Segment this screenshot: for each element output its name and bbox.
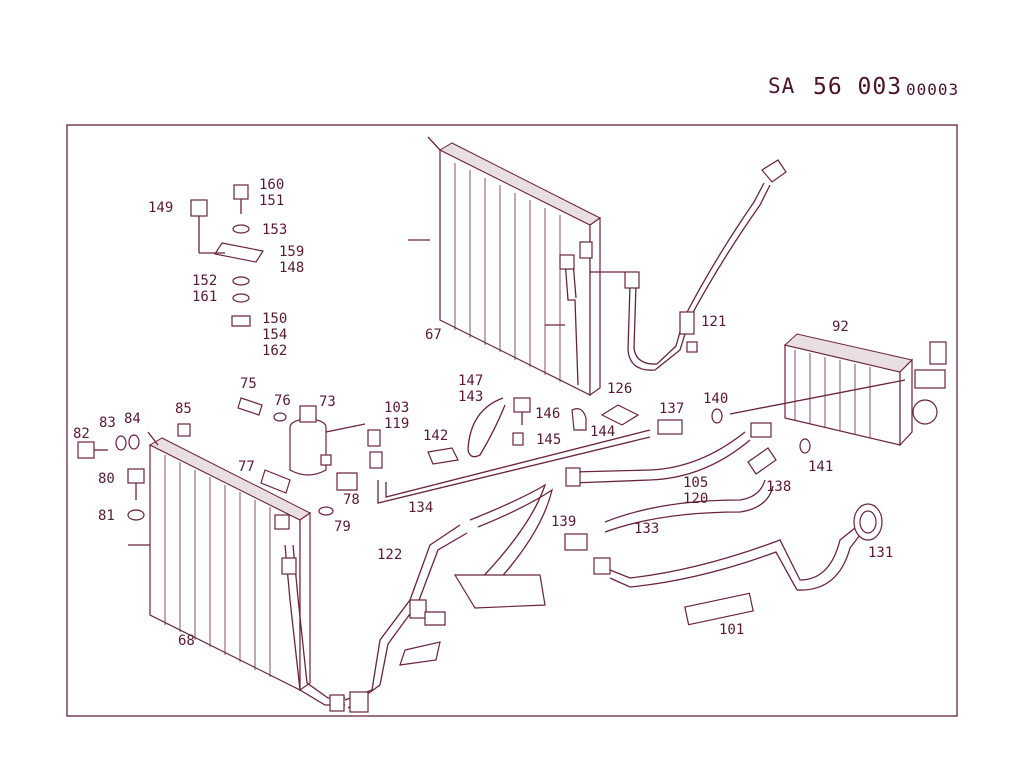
condenser-67	[408, 136, 601, 397]
label-138: 138	[766, 479, 792, 495]
label-67: 67	[425, 327, 442, 343]
label-137: 137	[659, 401, 685, 417]
label-140: 140	[703, 391, 729, 407]
bolt-stack	[190, 184, 264, 327]
hose-133	[564, 479, 883, 626]
label-152-161: 152 161	[192, 273, 218, 305]
diagram-number: 56 003	[813, 74, 903, 100]
label-81: 81	[98, 508, 115, 524]
diagram-code-prefix: SA	[768, 74, 796, 98]
label-76: 76	[274, 393, 291, 409]
label-142: 142	[423, 428, 449, 444]
label-153: 153	[262, 222, 288, 238]
label-92: 92	[832, 319, 849, 335]
label-84: 84	[124, 411, 141, 427]
clamps	[427, 397, 640, 465]
hose-121	[590, 159, 787, 371]
label-77: 77	[238, 459, 255, 475]
bolts-left	[77, 423, 191, 521]
label-103-119: 103 119	[384, 400, 410, 432]
hose-134	[367, 429, 651, 504]
hose-105-120	[565, 408, 811, 487]
label-121: 121	[701, 314, 727, 330]
condenser-68	[128, 431, 369, 713]
label-82: 82	[73, 426, 90, 442]
hose-122	[344, 483, 554, 709]
label-147-143: 147 143	[458, 373, 484, 405]
label-146: 146	[535, 406, 561, 422]
label-141: 141	[808, 459, 834, 475]
label-122: 122	[377, 547, 403, 563]
label-105-120: 105 120	[683, 475, 709, 507]
label-131: 131	[868, 545, 894, 561]
label-126: 126	[607, 381, 633, 397]
label-159-148: 159 148	[279, 244, 305, 276]
label-73: 73	[319, 394, 336, 410]
label-145: 145	[536, 432, 562, 448]
label-83: 83	[99, 415, 116, 431]
label-160-151: 160 151	[259, 177, 285, 209]
label-101: 101	[719, 622, 745, 638]
label-149: 149	[148, 200, 174, 216]
label-79: 79	[334, 519, 351, 535]
label-85: 85	[175, 401, 192, 417]
label-75: 75	[240, 376, 257, 392]
receiver-drier-73	[237, 397, 366, 516]
diagram-subnumber: 00003	[906, 80, 960, 99]
evaporator-92	[729, 333, 947, 447]
label-133: 133	[634, 521, 660, 537]
label-139: 139	[551, 514, 577, 530]
diagram-frame	[66, 124, 958, 717]
label-144: 144	[590, 424, 616, 440]
label-68: 68	[178, 633, 195, 649]
label-78: 78	[343, 492, 360, 508]
label-80: 80	[98, 471, 115, 487]
label-134: 134	[408, 500, 434, 516]
label-150-154-162: 150 154 162	[262, 311, 288, 359]
